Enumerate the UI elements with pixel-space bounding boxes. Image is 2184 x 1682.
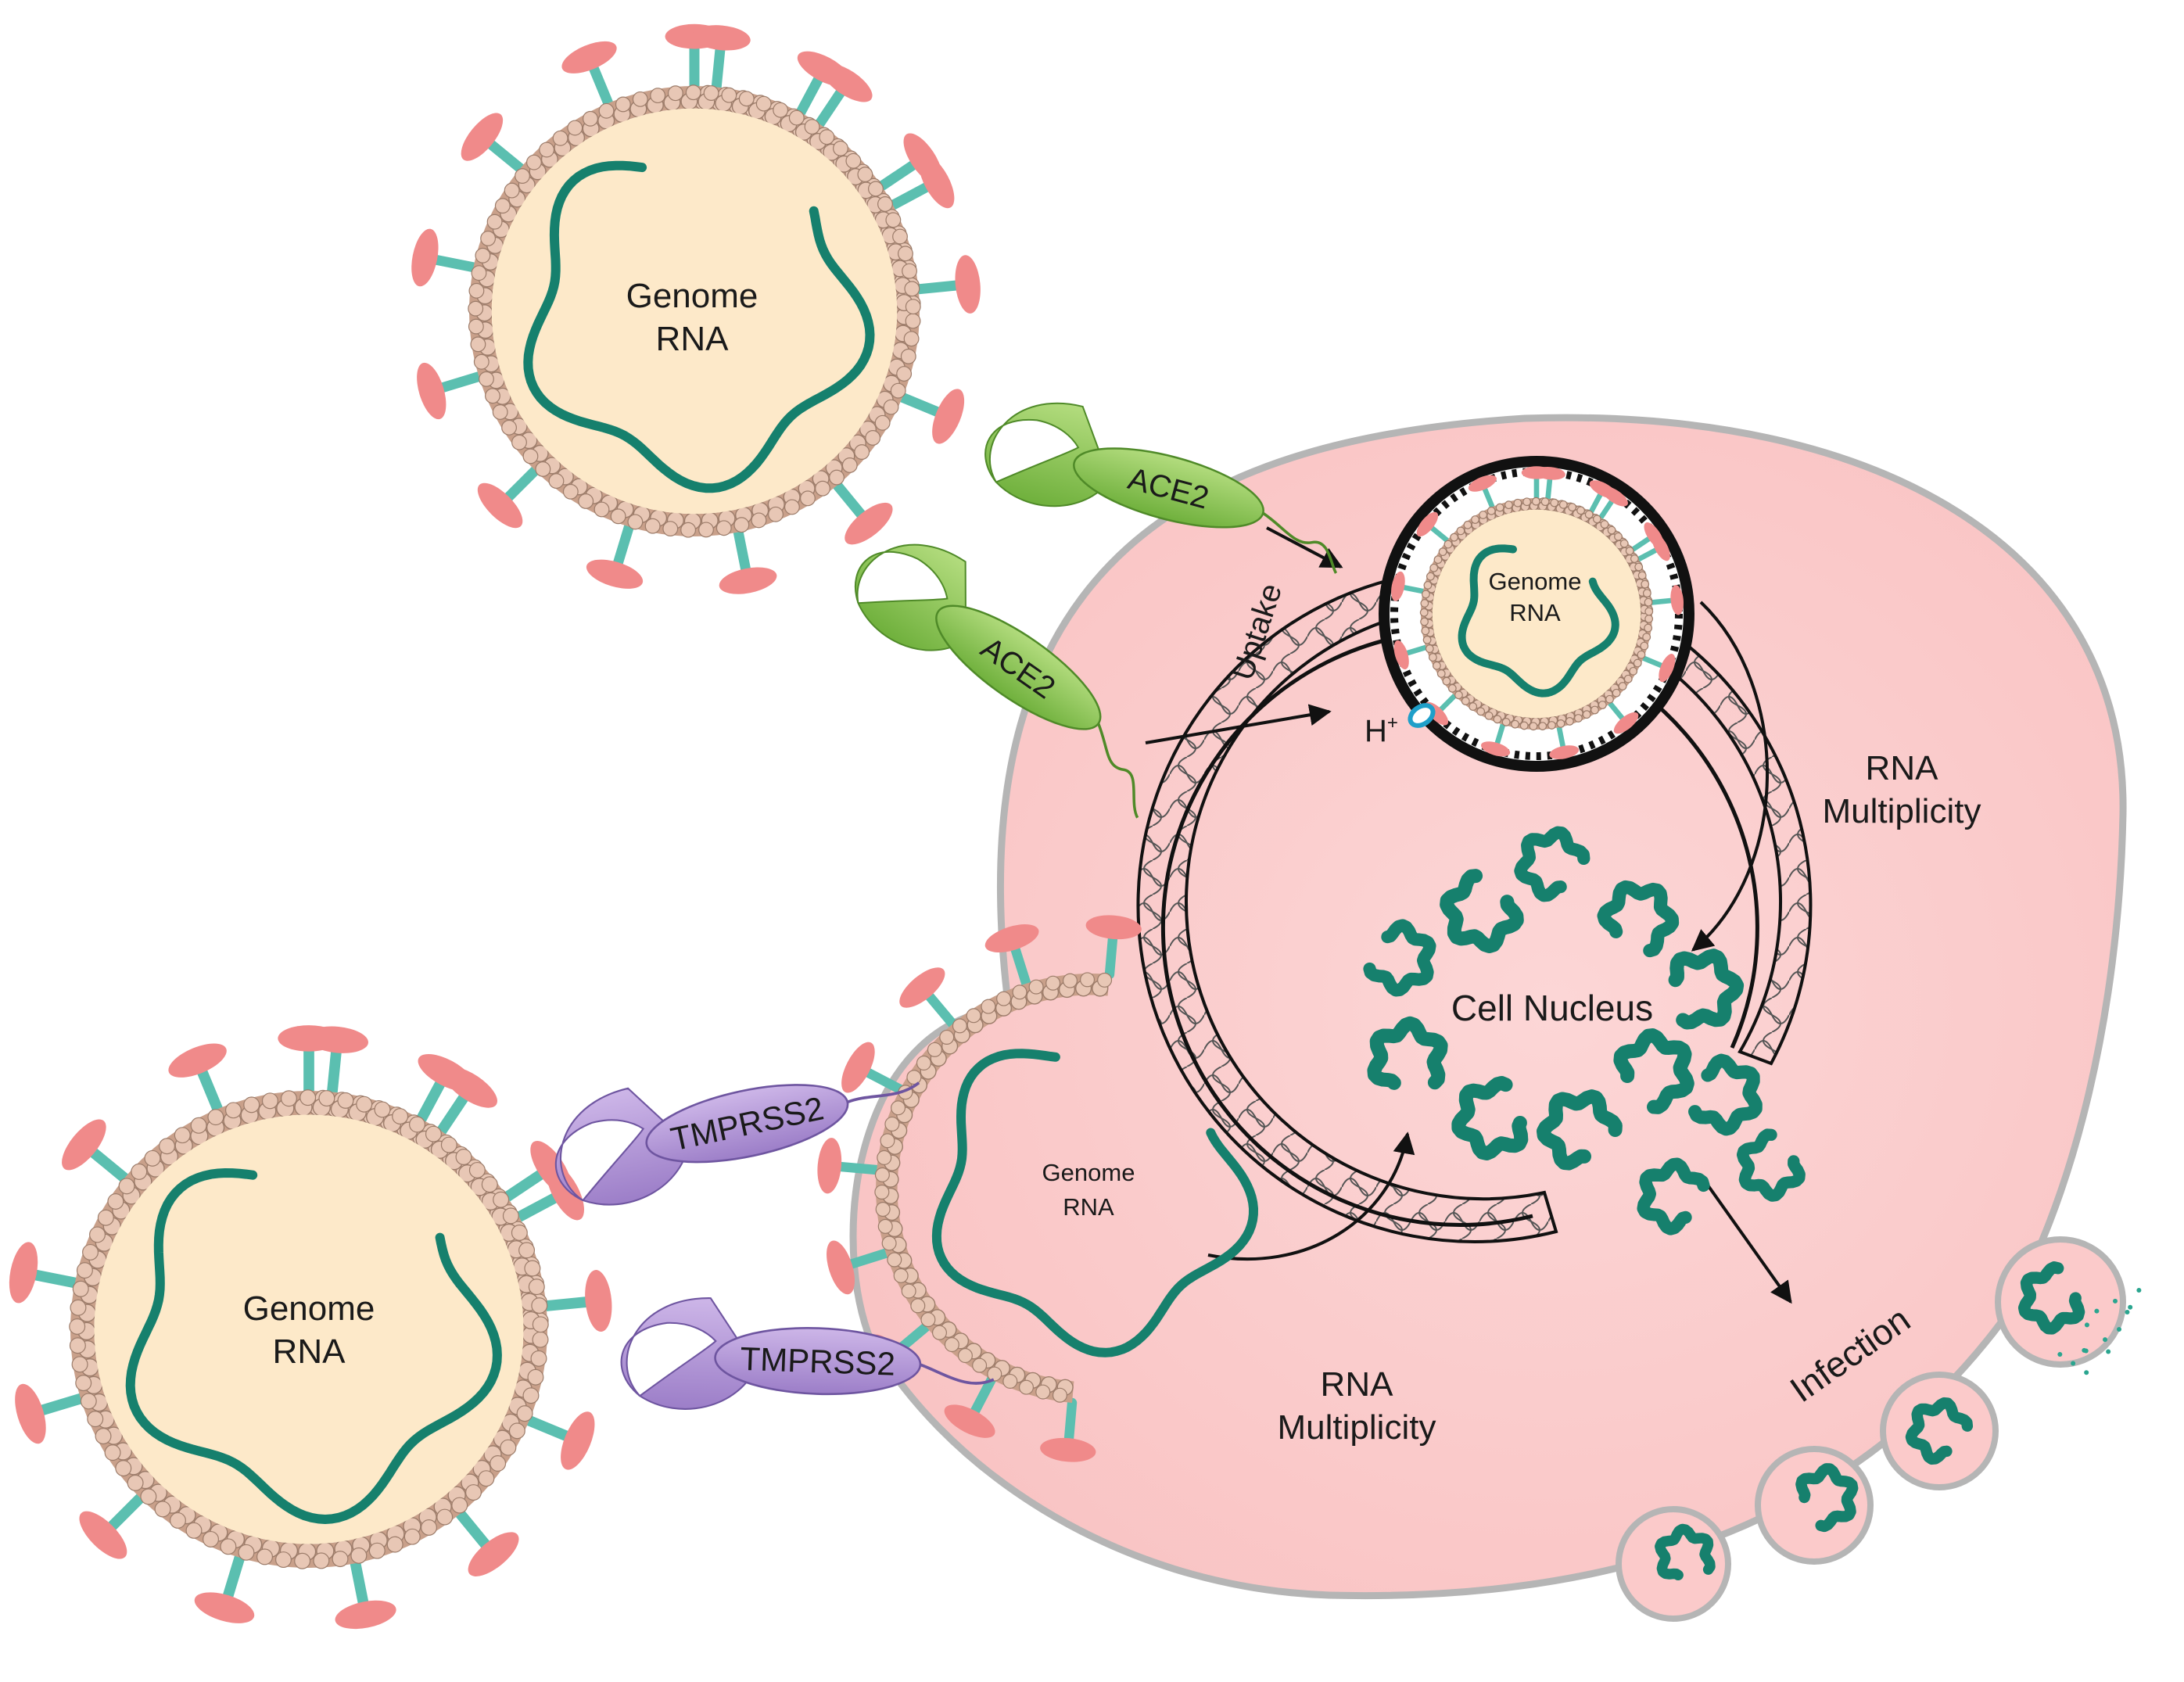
released-particle	[2117, 1327, 2121, 1332]
released-particle	[2082, 1347, 2087, 1353]
rna-fragment	[1367, 1016, 1448, 1090]
rna-fragment	[1655, 1523, 1716, 1581]
genome-rna-strand-fused	[931, 1049, 1258, 1357]
nuclear-inner-membrane	[1160, 629, 1759, 1227]
rna-label-virus-1: RNA	[656, 320, 730, 358]
ace2-uptake-arrow-top	[1266, 526, 1343, 568]
rna-fragment	[1795, 1463, 1859, 1533]
rna-label-endosome: RNA	[1509, 599, 1561, 626]
genome-rna-strand-top	[523, 160, 875, 493]
cell-nucleus-label: Cell Nucleus	[1451, 988, 1653, 1028]
released-particle	[2071, 1361, 2076, 1366]
rna-fragment	[1597, 880, 1680, 958]
rna-fragment	[1440, 869, 1524, 954]
pathway-arrows	[1145, 526, 1792, 1304]
rna-fragment	[1905, 1397, 1974, 1465]
released-particle	[2094, 1308, 2100, 1314]
rna-fragment	[1514, 826, 1590, 902]
rna-multiplicity-label-right-line1: RNA	[1866, 749, 1939, 787]
genome-rna-strand-bottom-left	[125, 1168, 502, 1524]
rna-multiplicity-label-bottom-line1: RNA	[1321, 1365, 1394, 1404]
endosome-to-nucleus-arrow	[1691, 601, 1769, 952]
rna-multiplicity-label-bottom-line2: Multiplicity	[1278, 1408, 1436, 1447]
ace2-receptor-top: ACE2	[984, 402, 1338, 574]
tmprss2-receptor-bottom-label: TMPRSS2	[740, 1340, 896, 1383]
rna-fragment	[1668, 949, 1745, 1030]
released-particle	[2106, 1349, 2111, 1354]
rna-fragment	[1451, 1075, 1529, 1161]
rna-fragment	[1537, 1089, 1623, 1171]
rna-label-fused: RNA	[1063, 1193, 1114, 1221]
virus-particle-bottom-left	[9, 1025, 612, 1630]
released-particle	[2057, 1351, 2063, 1357]
rna-fragment	[1637, 1157, 1710, 1235]
rna-fragment	[1613, 1028, 1694, 1114]
fusing-virus-particle	[817, 915, 1142, 1462]
tmprss2-receptor-bottom: TMPRSS2	[620, 1297, 995, 1410]
released-particle	[2128, 1304, 2133, 1310]
rna-fragment	[1688, 1053, 1763, 1136]
budding-vesicles	[1616, 1236, 2126, 1622]
ace2-uptake-arrow-bottom	[1145, 704, 1332, 744]
h-plus-label: H+	[1365, 712, 1398, 748]
released-particle	[2125, 1310, 2130, 1315]
genome-rna-strand-endosome	[1458, 544, 1619, 698]
rna-fragment	[1736, 1128, 1806, 1202]
genome-label-virus-1: Genome	[626, 277, 758, 315]
rna-fragment	[1363, 919, 1436, 997]
rna-multiplicity-label-right-line2: Multiplicity	[1823, 792, 1981, 830]
released-particle	[2136, 1288, 2142, 1293]
genome-label-fused: Genome	[1042, 1159, 1135, 1186]
genome-label-endosome: Genome	[1489, 568, 1582, 595]
genome-label-virus-3: Genome	[243, 1289, 375, 1328]
endosomal-virus-particle	[1391, 466, 1684, 759]
rna-fragment	[2017, 1261, 2085, 1335]
infection-arrow	[1703, 1179, 1792, 1304]
ace2-receptor-bottom: ACE2	[854, 543, 1139, 819]
proton-pump-icon	[1408, 703, 1436, 728]
released-particle	[2103, 1337, 2108, 1343]
rna-label-virus-3: RNA	[273, 1332, 346, 1371]
released-particle	[2084, 1370, 2089, 1375]
released-particle	[2112, 1298, 2118, 1304]
released-particle	[2084, 1322, 2089, 1328]
fusion-to-nucleus-arrow	[1207, 1131, 1415, 1261]
